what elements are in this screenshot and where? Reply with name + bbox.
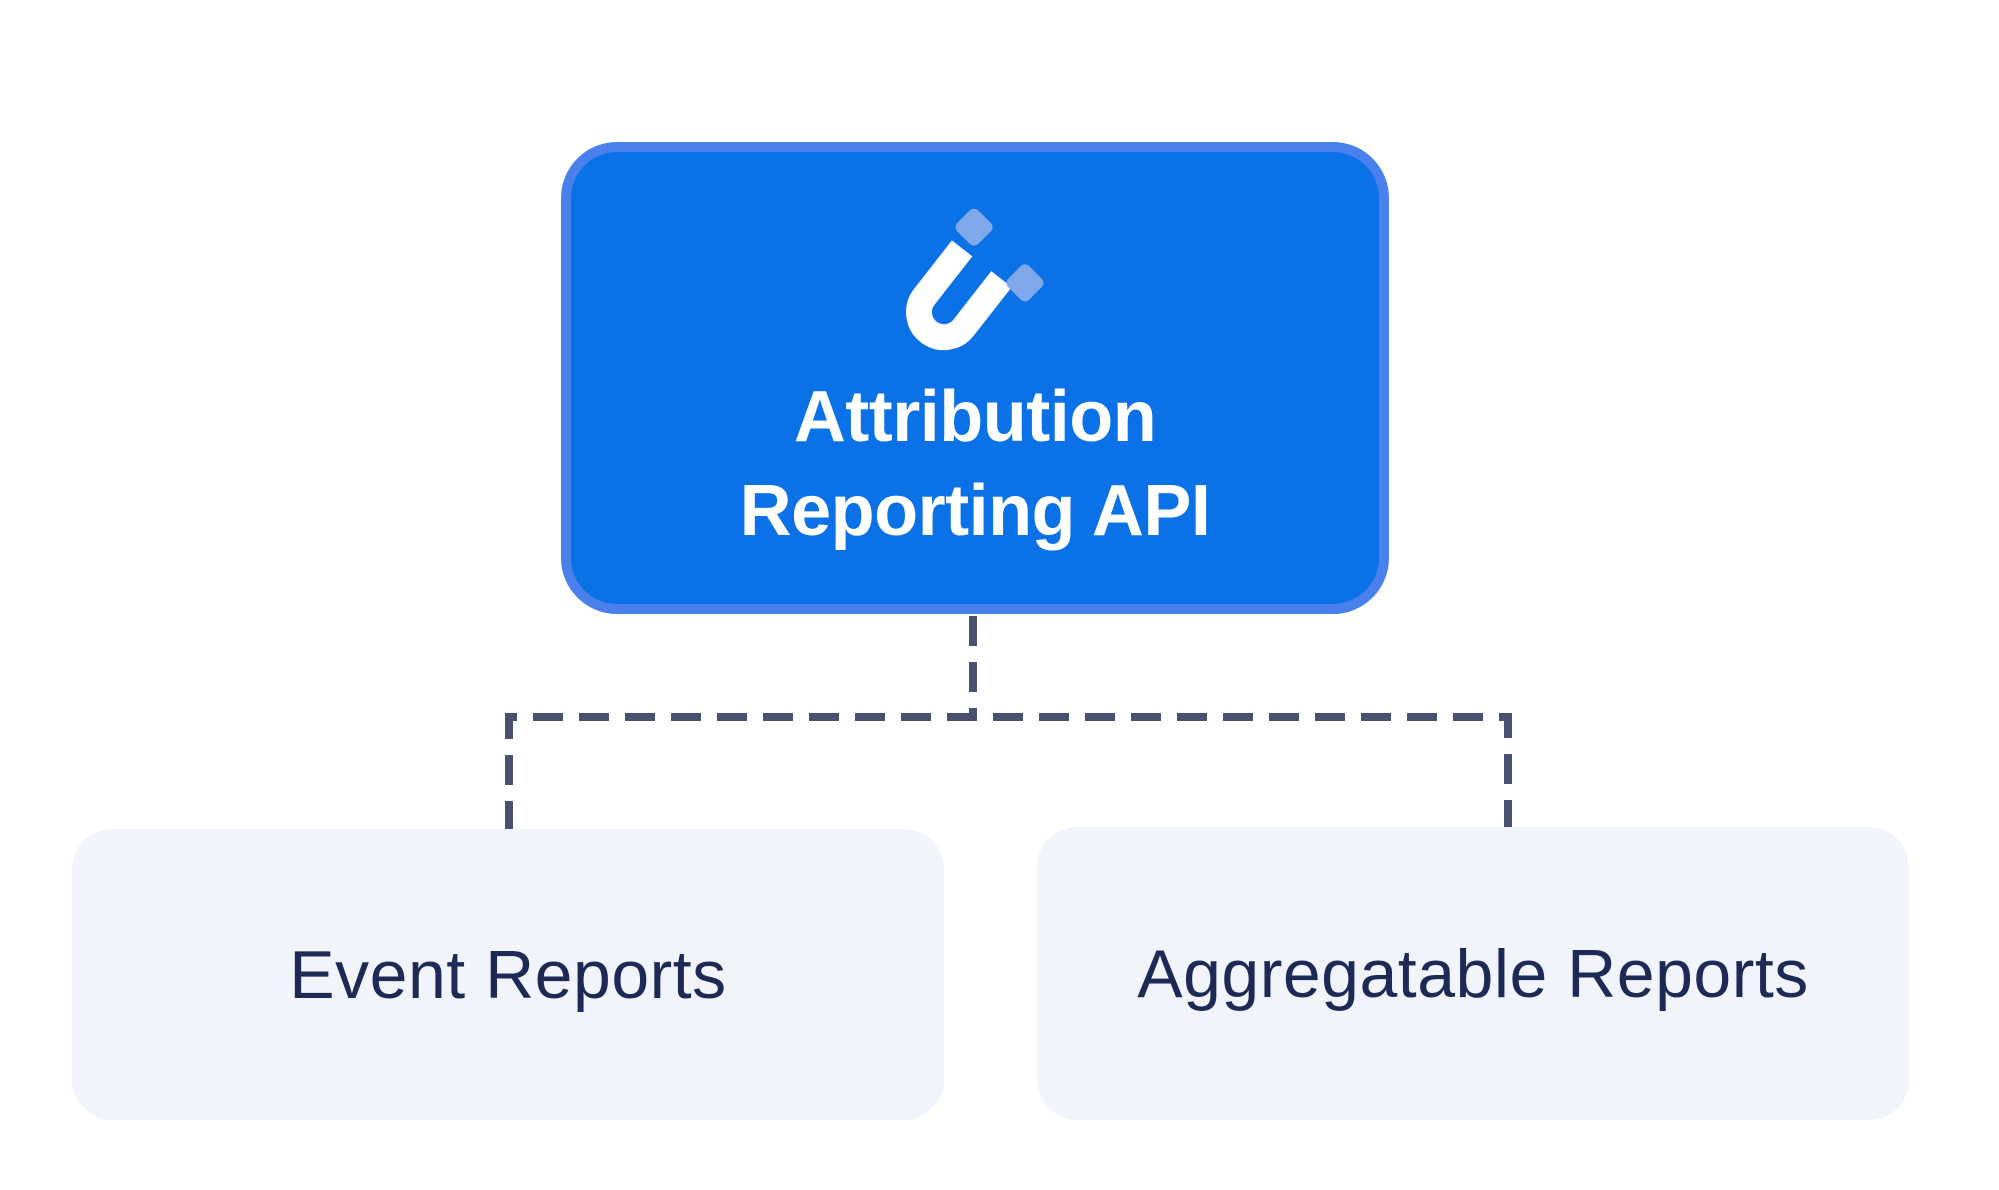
event-reports-label: Event Reports	[289, 936, 727, 1013]
connector-rail-and-drops	[505, 713, 1512, 831]
node-event-reports: Event Reports	[72, 829, 944, 1120]
aggregatable-reports-label: Aggregatable Reports	[1137, 935, 1809, 1012]
root-node-title: Attribution Reporting API	[739, 377, 1211, 551]
node-aggregatable-reports: Aggregatable Reports	[1037, 827, 1909, 1120]
node-attribution-reporting-api: Attribution Reporting API	[561, 142, 1389, 614]
diamond-sparkle-top	[955, 208, 993, 246]
diamond-sparkle-right	[1006, 264, 1044, 302]
magnet-icon	[906, 208, 1044, 351]
